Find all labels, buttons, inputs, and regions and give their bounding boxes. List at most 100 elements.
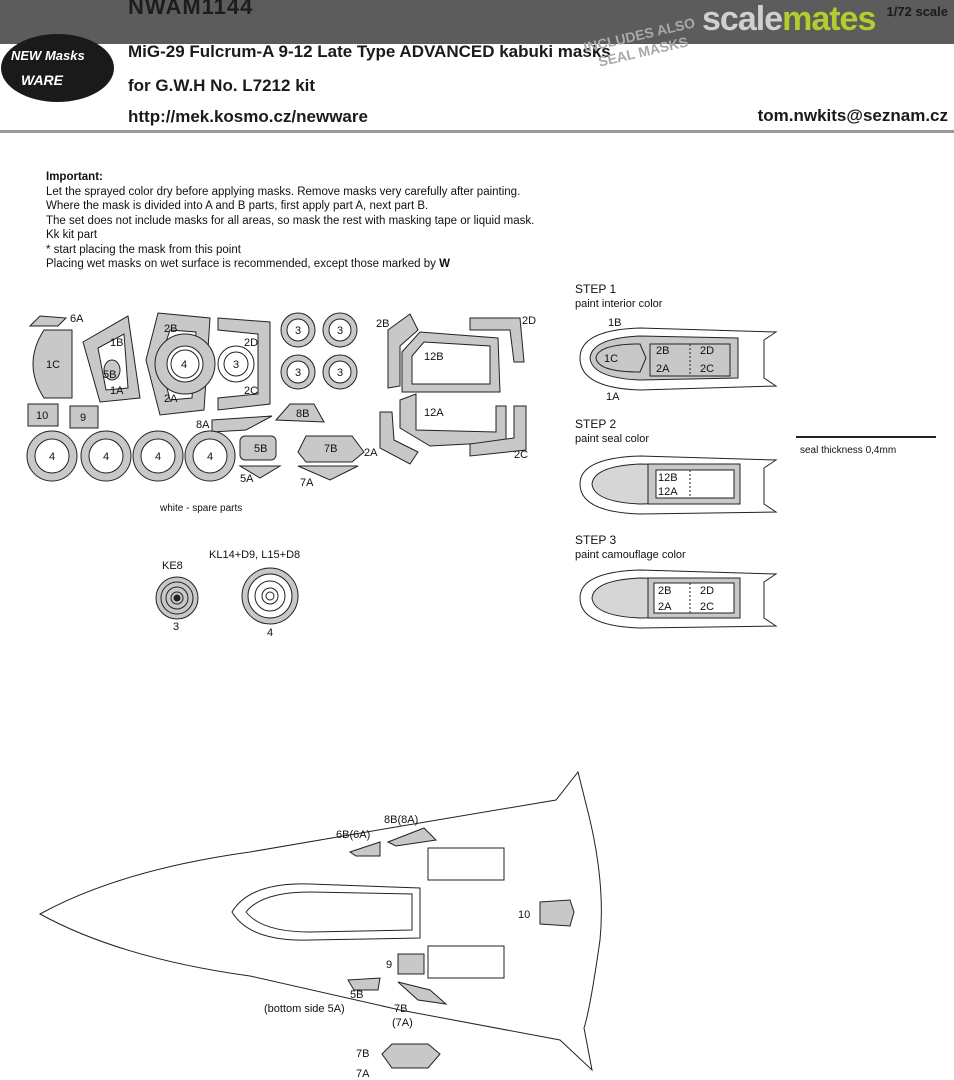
instruction-line: * start placing the mask from this point [46,243,241,256]
step-2: STEP 2 paint seal color 12B 12A [575,417,778,515]
label-wheel-3: 3 [337,325,343,337]
product-title: MiG-29 Fulcrum-A 9-12 Late Type ADVANCED… [128,42,611,61]
plan-label-7b: 7B [394,1003,407,1015]
step-2-title: STEP 2 [575,417,616,431]
plan-label-10: 10 [518,909,530,921]
plan-label-5b: 5B [350,989,363,1001]
label-2b: 2B [164,323,177,335]
plan-label-7b-detail: 7B [356,1048,369,1060]
mask-10 [27,403,59,427]
label-wheel-4: 4 [155,451,161,463]
step-3: STEP 3 paint camouflage color 2B 2D 2A 2… [575,533,778,629]
label-6a: 6A [70,313,84,325]
step-3-part: 2B [658,585,671,597]
label-wheel-3: 3 [233,359,239,371]
instruction-line: Placing wet masks on wet surface is reco… [46,258,436,270]
label-2a: 2A [164,393,178,405]
wheel-diagram-kl14 [241,567,299,625]
step-3-part: 2C [700,601,714,613]
label-1c: 1C [46,359,60,371]
plan-label-7a: (7A) [392,1017,413,1029]
step-1-part: 2A [656,363,670,375]
instruction-line: Where the mask is divided into A and B p… [46,200,429,212]
mask-8a [211,415,273,433]
step-1-part: 2C [700,363,714,375]
mask-frame-12a [399,393,507,447]
step-1-top-label: 1B [608,317,621,329]
step-3-desc: paint camouflage color [575,549,686,561]
label-1a: 1A [110,385,124,397]
label-10: 10 [36,410,48,422]
label-frame-2d: 2D [522,315,536,327]
mask-frame-2a [379,411,419,465]
step-2-desc: paint seal color [575,433,649,445]
label-wheel-4: 4 [207,451,213,463]
label-frame-12a: 12A [424,407,444,419]
mask-frame-2b [387,313,419,389]
label-wheel-3: 3 [295,367,301,379]
logo-line2: WARE [21,72,63,88]
label-frame-2a: 2A [364,447,378,459]
instructions-block: Important: Let the sprayed color dry bef… [46,170,534,272]
step-1-title: STEP 1 [575,282,616,296]
label-7a: 7A [300,477,314,489]
mask-5b-small [103,359,121,381]
label-frame-2c: 2C [514,449,528,461]
wet-mark-icon: W [439,258,450,270]
aircraft-plan-view [38,770,602,1072]
plan-mask-5b [347,977,381,991]
product-code: NWAM1144 [128,0,254,19]
mask-5b [239,435,277,461]
mask-1c [32,329,73,399]
label-9: 9 [80,412,86,424]
mask-6a [28,315,68,327]
mask-2d-frame [217,317,271,411]
plan-mask-7b-detail [381,1043,441,1069]
instruction-line: Let the sprayed color dry before applyin… [46,185,521,198]
label-7b: 7B [324,443,337,455]
label-frame-2b: 2B [376,318,389,330]
label-wheel-3: 3 [337,367,343,379]
header-divider [0,130,954,133]
instructions-heading: Important: [46,171,103,183]
mask-frame-12b [401,331,501,393]
mask-9 [69,405,99,429]
step-2-part: 12B [658,472,678,484]
mask-wheel-3-spare [217,345,255,383]
spare-parts-note: white - spare parts [159,503,242,514]
website-link[interactable]: http://mek.kosmo.cz/newware [128,107,368,126]
mask-8b [274,403,325,423]
plan-label-7a-detail: 7A [356,1068,370,1080]
step-1: STEP 1 paint interior color 1B 1A 1C 2B … [575,282,778,403]
step-3-part: 2A [658,601,672,613]
plan-mask-10 [539,899,575,927]
contact-email[interactable]: tom.nwkits@seznam.cz [757,106,948,125]
brand-part2: mates [782,0,876,38]
step-3-title: STEP 3 [575,533,616,547]
label-5b-small: 5B [103,369,116,381]
step-1-desc: paint interior color [575,298,663,310]
label-wheel-4: 4 [181,359,187,371]
brand-watermark[interactable]: scalemates [702,0,876,39]
label-8b: 8B [296,408,309,420]
mask-7a [297,465,359,481]
wheel-kl14-label: KL14+D9, L15+D8 [209,549,300,561]
plan-mask-8b [386,827,438,847]
instruction-line: The set does not include masks for all a… [46,214,535,227]
mask-1b-frame [82,315,141,403]
logo-line1: NEW Masks [11,48,85,63]
label-wheel-4: 4 [103,451,109,463]
seal-thickness-label: seal thickness 0,4mm [800,445,896,456]
plan-label-8b: 8B(8A) [384,814,418,826]
wheel-ke8-num: 3 [173,621,179,633]
label-5a: 5A [240,473,254,485]
plan-mask-6b [348,841,381,857]
newware-logo: NEW Masks WARE [1,34,114,102]
plan-label-5a: (bottom side 5A) [264,1003,345,1015]
wheel-kl14-num: 4 [267,627,273,639]
label-8a: 8A [196,419,210,431]
mask-frame-2d [469,317,525,363]
step-1-part: 2B [656,345,669,357]
step-3-part: 2D [700,585,714,597]
brand-part1: scale [702,0,783,38]
